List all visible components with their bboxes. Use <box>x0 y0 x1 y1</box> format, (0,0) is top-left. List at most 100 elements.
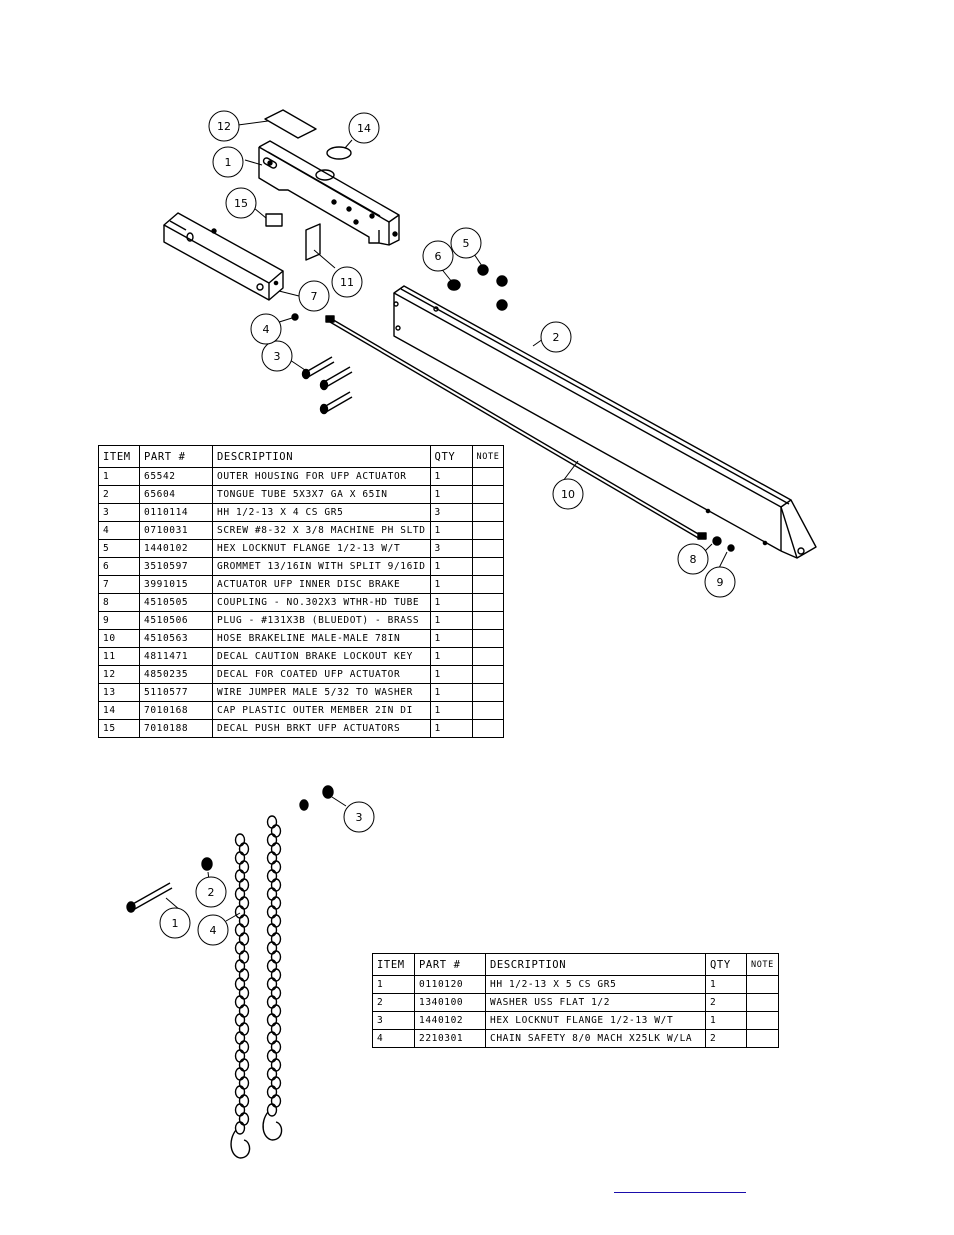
chain-link <box>266 905 278 919</box>
chain-link <box>266 1103 278 1117</box>
cell-qty: 3 <box>429 539 473 558</box>
callout-label: 14 <box>357 122 371 135</box>
upper-callout-8: 8 <box>677 543 709 575</box>
cell-note <box>746 993 779 1012</box>
chain-link <box>270 878 282 892</box>
safety-chain-right-part <box>266 815 282 1117</box>
cell-item: 11 <box>98 647 140 666</box>
cell-note <box>471 701 505 720</box>
chain-link <box>270 896 282 910</box>
chain-link <box>266 815 278 829</box>
col-header-item: ITEM <box>372 953 415 976</box>
cell-description: CAP PLASTIC OUTER MEMBER 2IN DI <box>212 701 431 720</box>
callout-label: 1 <box>225 156 232 169</box>
cell-description: COUPLING - NO.302X3 WTHR-HD TUBE <box>212 593 431 612</box>
chain-link <box>266 1085 278 1099</box>
cell-qty: 2 <box>705 993 747 1012</box>
cell-item: 4 <box>372 1029 415 1048</box>
cell-part-number: 4850235 <box>139 665 213 684</box>
cell-note <box>471 557 505 576</box>
lower-callout-3: 3 <box>343 801 375 833</box>
chain-hook-right <box>262 1111 283 1141</box>
chain-link <box>234 1067 246 1081</box>
chain-link <box>266 941 278 955</box>
chain-link <box>238 1040 250 1054</box>
cell-note <box>746 1011 779 1030</box>
cell-qty: 1 <box>429 467 473 486</box>
locknut-lower-part-b <box>322 785 334 799</box>
chain-link <box>238 1022 250 1036</box>
chain-link <box>238 1058 250 1072</box>
cell-note <box>471 647 505 666</box>
chain-link <box>270 914 282 928</box>
cell-part-number: 65542 <box>139 467 213 486</box>
chain-link <box>238 932 250 946</box>
cell-note <box>471 611 505 630</box>
chain-link <box>238 896 250 910</box>
chain-link <box>270 1004 282 1018</box>
cell-note <box>471 683 505 702</box>
chain-link <box>266 887 278 901</box>
screw-4-part <box>291 313 299 321</box>
inner-actuator-part <box>163 212 284 301</box>
chain-link <box>270 1040 282 1054</box>
upper-callout-3: 3 <box>261 340 293 372</box>
cell-part-number: 3510597 <box>139 557 213 576</box>
brake-hose-part <box>325 315 707 540</box>
chain-hook-left <box>230 1129 251 1159</box>
outer-housing-part <box>258 140 400 246</box>
chain-link <box>270 968 282 982</box>
callout-label: 3 <box>274 350 281 363</box>
safety-chain-left-part <box>234 833 250 1135</box>
plug-9-part <box>727 544 735 552</box>
cell-note <box>471 629 505 648</box>
cell-note <box>471 593 505 612</box>
cell-qty: 1 <box>429 611 473 630</box>
chain-link <box>266 851 278 865</box>
cell-item: 10 <box>98 629 140 648</box>
col-header-description: DESCRIPTION <box>485 953 706 976</box>
chain-link <box>238 986 250 1000</box>
chain-link <box>234 1031 246 1045</box>
cell-part-number: 3991015 <box>139 575 213 594</box>
hyperlink-underline[interactable] <box>614 1176 746 1193</box>
chain-link <box>234 905 246 919</box>
cell-part-number: 7010188 <box>139 719 213 738</box>
chain-link <box>234 851 246 865</box>
cell-note <box>746 975 779 994</box>
callout-label: 5 <box>463 237 470 250</box>
cell-description: DECAL PUSH BRKT UFP ACTUATORS <box>212 719 431 738</box>
cell-qty: 1 <box>429 557 473 576</box>
chain-link <box>266 1013 278 1027</box>
cell-item: 12 <box>98 665 140 684</box>
cell-description: TONGUE TUBE 5X3X7 GA X 65IN <box>212 485 431 504</box>
col-header-description: DESCRIPTION <box>212 445 431 468</box>
col-header-qty: QTY <box>429 445 473 468</box>
col-header-qty: QTY <box>705 953 747 976</box>
callout-label: 2 <box>553 331 560 344</box>
upper-callout-12: 12 <box>208 110 240 142</box>
cell-part-number: 0110114 <box>139 503 213 522</box>
bolt-lower-part <box>126 882 173 913</box>
chain-link <box>238 950 250 964</box>
chain-link <box>266 1031 278 1045</box>
chain-link <box>270 932 282 946</box>
cell-note <box>471 719 505 738</box>
chain-link <box>238 914 250 928</box>
chain-link <box>266 869 278 883</box>
cell-description: ACTUATOR UFP INNER DISC BRAKE <box>212 575 431 594</box>
chain-link <box>234 923 246 937</box>
chain-link <box>234 887 246 901</box>
